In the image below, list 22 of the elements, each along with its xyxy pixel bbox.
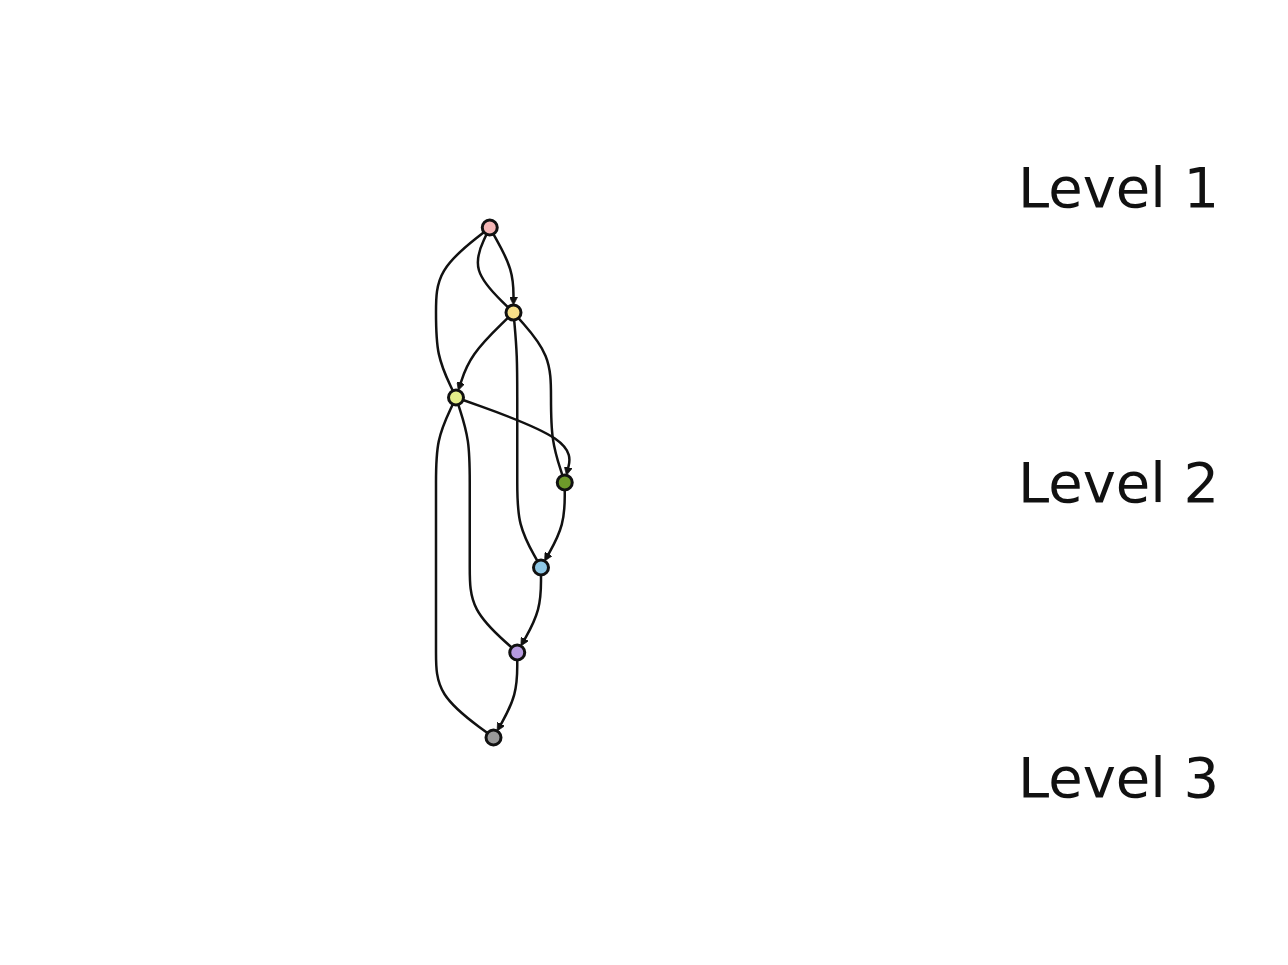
node-circle xyxy=(531,558,550,577)
arrow xyxy=(462,398,573,476)
connector xyxy=(512,319,539,562)
node-circle xyxy=(508,643,527,662)
connector xyxy=(476,233,509,309)
level-label: Level 1 xyxy=(1018,155,1221,220)
node-circle xyxy=(484,728,503,747)
node-circle xyxy=(555,473,574,492)
connector xyxy=(457,404,513,649)
arrow xyxy=(456,316,509,391)
arrow xyxy=(492,233,518,306)
connector xyxy=(517,317,564,476)
level-label: Level 3 xyxy=(1018,745,1221,810)
node-circle xyxy=(480,218,499,237)
arrow xyxy=(520,575,543,647)
node-circle xyxy=(446,388,465,407)
level-label: Level 2 xyxy=(1018,450,1221,515)
arrow xyxy=(544,490,566,562)
connector xyxy=(434,403,489,735)
connector xyxy=(434,231,485,392)
node-circle xyxy=(504,303,523,322)
arrow xyxy=(496,660,519,732)
